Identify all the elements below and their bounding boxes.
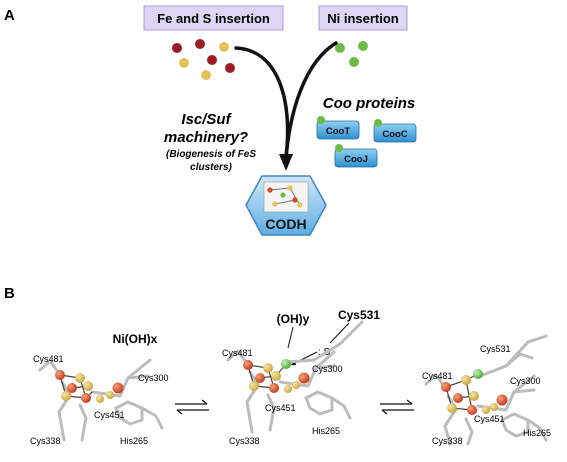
equilibrium-arrows-left: [175, 399, 209, 415]
fe-dot: [225, 63, 235, 73]
right-cys451: Cys451: [474, 414, 505, 424]
fe-s-insertion-box: Fe and S insertion: [143, 5, 284, 31]
structure-left: Cys481 Cys300 Cys451 Cys338 His265: [30, 354, 169, 446]
isc-suf-line1: Isc/Suf: [181, 111, 232, 128]
ni-dot: [349, 57, 359, 67]
middle-cys338: Cys338: [229, 436, 260, 446]
ni-dot: [374, 119, 382, 127]
fe-dot: [172, 43, 182, 53]
structure-middle: Cys481 Cys300 Cys451 Cys338 His265: [222, 320, 364, 446]
right-cys338: Cys338: [432, 436, 463, 446]
coo-j-protein: CooJ: [334, 144, 378, 168]
down-arrow-head: [279, 154, 293, 171]
right-cys300: Cys300: [510, 376, 541, 386]
s-dot: [179, 58, 189, 68]
biogenesis-line1: (Biogenesis of FeS: [166, 149, 256, 160]
coo-t-label: CooT: [326, 126, 350, 137]
s-dot: [201, 70, 211, 80]
oh-pointer-line: [287, 326, 294, 349]
ni-dots: [335, 41, 368, 67]
coo-proteins-title: Coo proteins: [323, 95, 416, 112]
left-cys451: Cys451: [94, 410, 125, 420]
cys531-pointer-line: [329, 322, 350, 344]
isc-suf-line2: machinery?: [164, 129, 248, 146]
middle-his265: His265: [312, 426, 340, 436]
ni-dot: [335, 43, 345, 53]
ni-insertion-box: Ni insertion: [318, 5, 408, 31]
left-cys300: Cys300: [138, 373, 169, 383]
fe-s-insertion-label: Fe and S insertion: [157, 11, 270, 26]
coo-j-label: CooJ: [344, 154, 368, 165]
panel-a-label: A: [4, 7, 15, 24]
ni-oh-x-label: Ni(OH)x: [113, 332, 158, 346]
converging-arrows: [234, 41, 338, 160]
middle-cys300: Cys300: [312, 364, 343, 374]
right-cys531: Cys531: [480, 344, 511, 354]
coo-t-protein: CooT: [316, 116, 360, 140]
s-dot: [219, 42, 229, 52]
equilibrium-arrows-right: [380, 399, 414, 415]
fe-s-dots: [172, 39, 235, 80]
structure-right: Cys481 Cys531 Cys300 Cys451 Cys338 His26…: [422, 334, 551, 446]
coo-c-label: CooC: [382, 129, 407, 140]
codh-hexagon: CODH: [245, 175, 327, 236]
left-cys481: Cys481: [33, 354, 64, 364]
ni-dot: [317, 116, 325, 124]
biogenesis-line2: clusters): [190, 162, 232, 173]
ni-dot: [335, 144, 343, 152]
coo-c-protein: CooC: [373, 119, 417, 143]
right-his265: His265: [523, 428, 551, 438]
left-cys338: Cys338: [30, 436, 61, 446]
ni-insertion-label: Ni insertion: [327, 11, 399, 26]
fe-dot: [207, 55, 217, 65]
right-cys481: Cys481: [422, 371, 453, 381]
middle-cys451: Cys451: [265, 403, 296, 413]
panel-b-label: B: [4, 285, 15, 302]
ni-dot: [358, 41, 368, 51]
codh-label: CODH: [265, 216, 306, 232]
ni-arrow-curve: [284, 41, 338, 160]
middle-cys481: Cys481: [222, 348, 253, 358]
left-his265: His265: [120, 436, 148, 446]
cys531-bold-label: Cys531: [338, 308, 380, 322]
oh-y-label: (OH)y: [277, 312, 310, 326]
codh-cluster-icon: [267, 185, 303, 208]
fe-dot: [195, 39, 205, 49]
